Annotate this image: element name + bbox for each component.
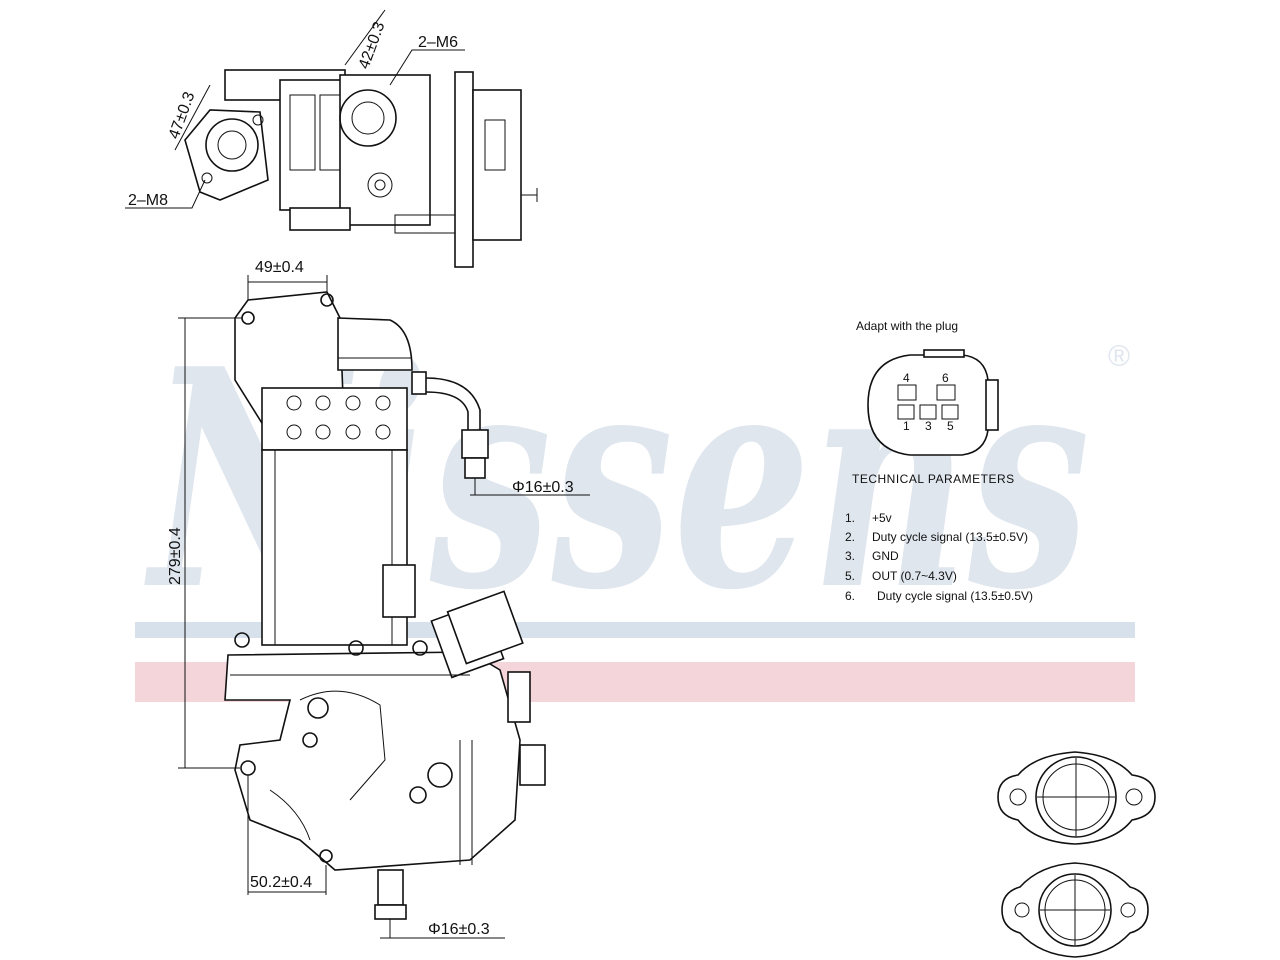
tp-item-text: +5v [872,511,892,525]
tp-item-number: 3. [845,549,855,563]
top-view [125,9,538,268]
pipe-diameter-upper-label: Φ16±0.3 [512,479,574,496]
gasket-large [997,751,1156,845]
top-bolts-right-label: 2–M6 [418,34,458,51]
watermark-registered-mark: ® [1108,340,1130,373]
height-label: 279±0.4 [167,527,184,585]
gasket-small [1001,862,1149,958]
top-spacing-right-label: 42±0.3 [356,20,389,72]
tp-item-text: OUT (0.7~4.3V) [872,569,957,583]
plug-pin-3: 3 [925,419,932,433]
top-bolts-left-label: 2–M8 [128,192,168,209]
plug-connector [867,349,999,456]
bracket-width-label: 49±0.4 [255,259,304,276]
bottom-offset-label: 50.2±0.4 [250,874,312,891]
side-view [178,275,590,939]
plug-pin-1: 1 [903,419,910,433]
tp-item-number: 6. [845,589,855,603]
plug-pin-4: 4 [903,371,910,385]
plug-caption: Adapt with the plug [856,319,958,333]
tp-item-text: GND [872,549,899,563]
tp-item-number: 2. [845,530,855,544]
technical-parameters-title: TECHNICAL PARAMETERS [852,472,1015,486]
plug-pin-5: 5 [947,419,954,433]
tp-item-number: 5. [845,569,855,583]
tp-item-text: Duty cycle signal (13.5±0.5V) [877,589,1033,603]
tp-item-text: Duty cycle signal (13.5±0.5V) [872,530,1028,544]
tp-item-number: 1. [845,511,855,525]
technical-parameters-list: 1. +5v 2. Duty cycle signal (13.5±0.5V) … [845,511,1033,603]
pipe-diameter-lower-label: Φ16±0.3 [428,921,490,938]
plug-pin-6: 6 [942,371,949,385]
